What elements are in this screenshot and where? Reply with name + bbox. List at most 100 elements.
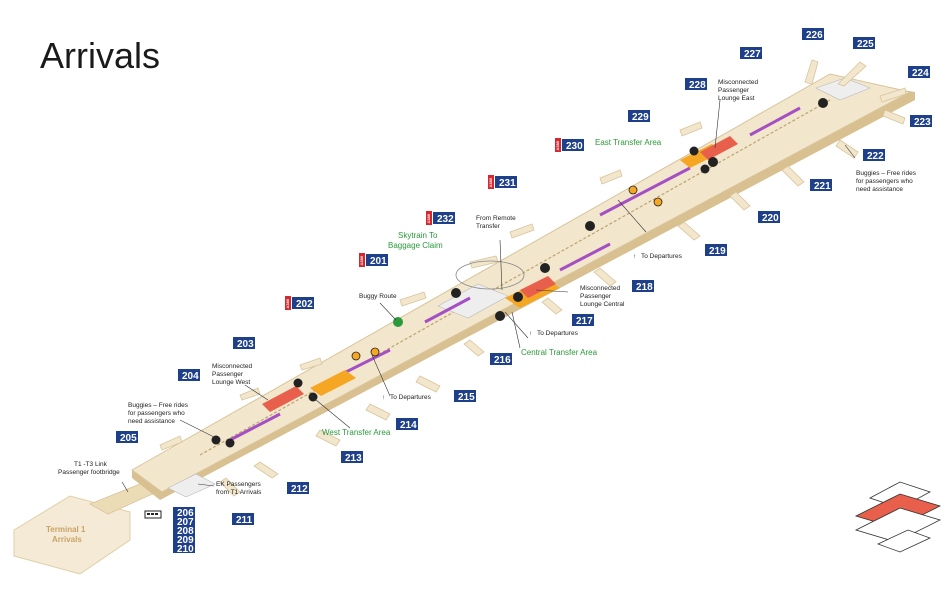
gate-216[interactable]: 216	[490, 353, 512, 366]
lounge-east	[700, 136, 738, 160]
gate-213[interactable]: 213	[341, 451, 363, 464]
gate-202-a380: A380	[285, 296, 291, 310]
t1-t3-link-label-1: T1 -T3 Link	[74, 461, 108, 468]
gate-204[interactable]: 204	[178, 369, 200, 382]
lounge-east-label-1: Misconnected	[718, 79, 758, 86]
svg-text:202: 202	[296, 299, 313, 310]
page-title: Arrivals	[40, 35, 160, 76]
shop-strip-2	[599, 166, 691, 217]
restroom-icon-east-transfer	[708, 157, 718, 167]
departures-icon-west	[351, 351, 361, 361]
buggies-east-label-2: for passengers who	[856, 178, 913, 185]
a380-label: A380	[285, 298, 290, 308]
gate-219[interactable]: 219	[705, 244, 727, 257]
gate-229[interactable]: 229	[628, 110, 650, 123]
svg-text:220: 220	[762, 213, 779, 224]
gate-224[interactable]: 224	[908, 66, 930, 79]
gate-221[interactable]: 221	[810, 179, 832, 192]
lounge-central	[520, 276, 556, 298]
remote-transfer-label-1: From Remote	[476, 215, 516, 222]
buggies-east-label-3: need assistance	[856, 186, 903, 193]
svg-text:209: 209	[177, 535, 194, 546]
a380-label: A380	[359, 255, 364, 265]
svg-text:224: 224	[912, 68, 929, 79]
buggies-west-label-3: need assistance	[128, 418, 175, 425]
departures-icon-east	[628, 185, 638, 195]
gate-205[interactable]: 205	[116, 431, 138, 444]
restroom-icon-201	[451, 288, 461, 298]
svg-text:225: 225	[857, 39, 874, 50]
svg-text:229: 229	[632, 112, 649, 123]
buggies-west-label-1: Buggies – Free rides	[128, 402, 189, 409]
gate-block-east	[815, 77, 871, 101]
buggy-route-label: Buggy Route	[359, 293, 397, 300]
restroom-icon-west-1	[211, 435, 221, 445]
lounge-east-label-2: Passenger	[718, 87, 750, 94]
info-icon	[495, 311, 505, 321]
svg-text:219: 219	[709, 246, 726, 257]
shop-strip-3	[559, 242, 611, 272]
gate-222[interactable]: 222	[863, 149, 885, 162]
leader-lines	[121, 99, 856, 493]
gate-217[interactable]: 217	[572, 314, 594, 327]
terminal1-label-2: Arrivals	[52, 535, 82, 544]
svg-text:230: 230	[566, 141, 583, 152]
skytrain-loop	[455, 260, 525, 290]
skytrain-label-2: Baggage Claim	[388, 241, 443, 250]
gate-201[interactable]: 201	[366, 254, 388, 267]
svg-text:205: 205	[120, 433, 137, 444]
gate-228[interactable]: 228	[685, 78, 707, 91]
svg-text:227: 227	[744, 49, 761, 60]
shop-strip-1	[749, 106, 801, 137]
restroom-icon-219	[585, 221, 595, 231]
piers	[159, 59, 907, 497]
departures-icon-west-2	[370, 347, 380, 357]
gate-218[interactable]: 218	[632, 280, 654, 293]
gate-201-a380: A380	[359, 253, 365, 267]
lounge-west	[262, 386, 304, 412]
to-departures-west: ↑ To Departures	[382, 394, 432, 401]
gate-211[interactable]: 211	[232, 513, 254, 526]
svg-text:216: 216	[494, 355, 511, 366]
a380-label: A380	[488, 177, 493, 187]
gate-215[interactable]: 215	[454, 390, 476, 403]
ek-passengers-label-1: EK Passengers	[216, 481, 262, 488]
gate-stack-206-210[interactable]: 206 207 208 209 210	[173, 507, 195, 555]
svg-text:211: 211	[236, 515, 253, 526]
svg-text:212: 212	[291, 484, 308, 495]
svg-text:210: 210	[177, 544, 194, 555]
a380-label: A380	[555, 140, 560, 150]
gate-202[interactable]: 202	[292, 297, 314, 310]
svg-text:207: 207	[177, 517, 194, 528]
svg-text:213: 213	[345, 453, 362, 464]
lounge-central-label-1: Misconnected	[580, 285, 620, 292]
svg-text:222: 222	[867, 151, 884, 162]
svg-text:215: 215	[458, 392, 475, 403]
svg-text:208: 208	[177, 526, 194, 537]
lounge-west-label-2: Passenger	[212, 371, 244, 378]
gate-227[interactable]: 227	[740, 47, 762, 60]
gate-225[interactable]: 225	[853, 37, 875, 50]
shop-strip-4	[424, 296, 471, 324]
restroom-icon-central	[540, 263, 550, 273]
east-transfer-label: East Transfer Area	[595, 138, 662, 147]
buggies-west-label-2: for passengers who	[128, 410, 185, 417]
svg-text:203: 203	[237, 339, 254, 350]
buggies-east-label-1: Buggies – Free rides	[856, 170, 917, 177]
gate-230[interactable]: 230 A380	[555, 138, 584, 152]
gate-223[interactable]: 223	[910, 115, 932, 128]
gate-226[interactable]: 226	[802, 28, 824, 41]
gate-220[interactable]: 220	[758, 211, 780, 224]
to-departures-central: ↑ To Departures	[529, 330, 579, 337]
svg-text:↑: ↑	[382, 394, 385, 401]
svg-text:To Departures: To Departures	[537, 330, 579, 337]
svg-text:226: 226	[806, 30, 823, 41]
gate-203[interactable]: 203	[233, 337, 255, 350]
bus-icon	[144, 510, 162, 519]
gate-214[interactable]: 214	[396, 418, 418, 431]
gate-212[interactable]: 212	[287, 482, 309, 495]
gate-block-west	[167, 473, 216, 498]
